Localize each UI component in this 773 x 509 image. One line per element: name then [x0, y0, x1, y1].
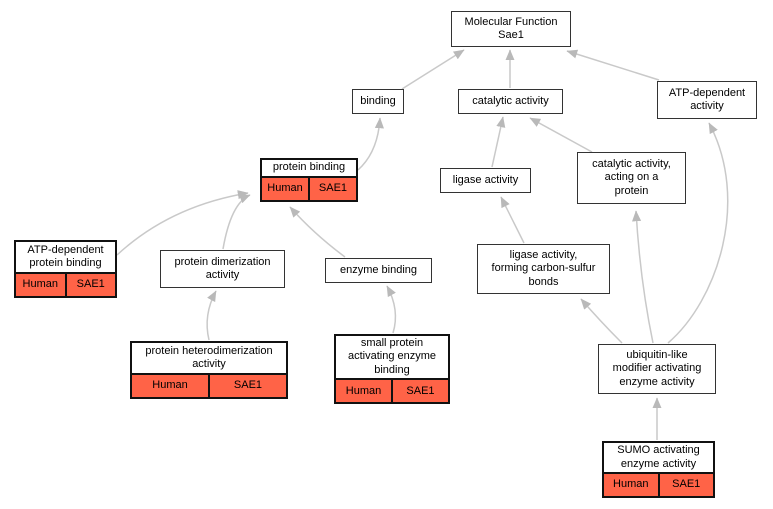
node-catalytic-activity[interactable]: catalytic activity [458, 89, 563, 114]
node-label: ligase activity [452, 173, 519, 186]
edge-atp-dependent-activity-to-molecular-function [566, 49, 660, 81]
node-label: protein binding [272, 161, 346, 174]
edge-protein-heterodimerization-activity-to-protein-dimerization-activity [206, 290, 217, 341]
annotation-row: Human SAE1 [132, 373, 286, 397]
node-atp-dependent-activity[interactable]: ATP-dependent activity [657, 81, 757, 119]
node-label: protein dimerization activity [174, 255, 271, 281]
edge-atp-dependent-protein-binding-to-protein-binding [116, 190, 249, 256]
node-binding[interactable]: binding [352, 89, 404, 114]
annotation-cell-sae1[interactable]: SAE1 [64, 274, 115, 296]
edge-ubiquitin-like-modifier-activating-enzyme-activity-to-ligase-activity-forming-carbon-sulfur-bonds [580, 298, 623, 344]
edge-ubiquitin-like-modifier-activating-enzyme-activity-to-catalytic-activity-acting-on-a-protein [632, 210, 654, 344]
edge-protein-dimerization-activity-to-protein-binding [222, 194, 251, 250]
node-label: protein heterodimerization activity [145, 344, 273, 370]
node-protein-dimerization-activity[interactable]: protein dimerization activity [160, 250, 285, 288]
node-molecular-function[interactable]: Molecular Function Sae1 [451, 11, 571, 47]
annotation-row: Human SAE1 [336, 378, 448, 403]
node-ligase-activity[interactable]: ligase activity [440, 168, 531, 193]
node-label: catalytic activity, acting on a protein [592, 157, 671, 197]
node-label: SUMO activating enzyme activity [617, 444, 700, 470]
node-label: catalytic activity [472, 94, 549, 107]
edge-binding-to-molecular-function [401, 49, 465, 90]
edge-catalytic-activity-acting-on-a-protein-to-catalytic-activity [529, 117, 593, 153]
node-enzyme-binding[interactable]: enzyme binding [325, 258, 432, 283]
annotation-cell-sae1[interactable]: SAE1 [391, 380, 448, 403]
edge-protein-binding-to-binding [357, 117, 384, 171]
edge-enzyme-binding-to-protein-binding [289, 206, 346, 258]
node-atp-dependent-protein-binding[interactable]: ATP-dependent protein binding Human SAE1 [14, 240, 117, 298]
node-label: binding [360, 94, 396, 107]
node-label: ubiquitin-like modifier activating enzym… [612, 348, 702, 388]
node-label: enzyme binding [339, 263, 418, 276]
node-protein-binding[interactable]: protein binding Human SAE1 [260, 158, 358, 202]
edge-ligase-activity-forming-carbon-sulfur-bonds-to-ligase-activity [500, 196, 525, 244]
node-label: Molecular Function Sae1 [464, 15, 558, 41]
annotation-cell-human[interactable]: Human [604, 474, 658, 496]
node-ubiquitin-like-modifier-activating-enzyme-activity[interactable]: ubiquitin-like modifier activating enzym… [598, 344, 716, 394]
node-ligase-activity-forming-carbon-sulfur-bonds[interactable]: ligase activity, forming carbon-sulfur b… [477, 244, 610, 294]
annotation-cell-sae1[interactable]: SAE1 [657, 474, 713, 496]
node-sumo-activating-enzyme-activity[interactable]: SUMO activating enzyme activity Human SA… [602, 441, 715, 498]
node-label: small protein activating enzyme binding [347, 337, 437, 376]
edge-ubiquitin-like-modifier-activating-enzyme-activity-to-atp-dependent-activity [667, 122, 729, 344]
annotation-cell-human[interactable]: Human [132, 375, 208, 397]
edge-ligase-activity-to-catalytic-activity [491, 116, 506, 168]
annotation-cell-human[interactable]: Human [262, 178, 308, 200]
annotation-row: Human SAE1 [604, 472, 713, 496]
edge-small-protein-activating-enzyme-binding-to-enzyme-binding [386, 285, 397, 334]
node-label: ATP-dependent activity [668, 86, 746, 112]
annotation-cell-sae1[interactable]: SAE1 [308, 178, 356, 200]
annotation-row: Human SAE1 [262, 176, 356, 200]
node-catalytic-activity-acting-on-a-protein[interactable]: catalytic activity, acting on a protein [577, 152, 686, 204]
annotation-cell-human[interactable]: Human [336, 380, 391, 403]
node-protein-heterodimerization-activity[interactable]: protein heterodimerization activity Huma… [130, 341, 288, 399]
annotation-cell-sae1[interactable]: SAE1 [208, 375, 286, 397]
node-label: ATP-dependent protein binding [27, 243, 104, 269]
annotation-row: Human SAE1 [16, 272, 115, 296]
node-label: ligase activity, forming carbon-sulfur b… [491, 248, 596, 288]
annotation-cell-human[interactable]: Human [16, 274, 65, 296]
node-small-protein-activating-enzyme-binding[interactable]: small protein activating enzyme binding … [334, 334, 450, 404]
